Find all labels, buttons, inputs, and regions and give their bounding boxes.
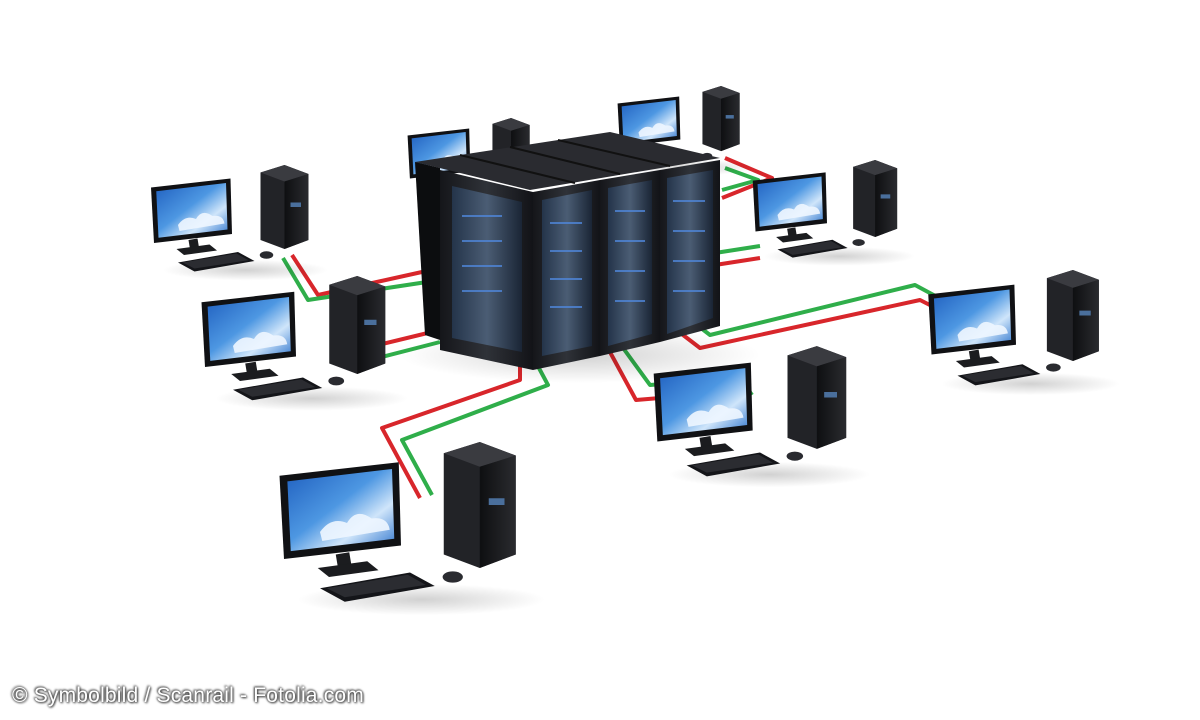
rack-unit (440, 170, 533, 370)
cable-red (714, 256, 761, 267)
workstation-far-right (928, 270, 1120, 396)
workstation-right-upper (752, 160, 915, 266)
workstation-top-left (151, 165, 328, 281)
rack-unit (600, 170, 660, 356)
workstation-bottom-left (279, 442, 545, 616)
server-rack (400, 132, 760, 383)
cable-green (714, 244, 761, 255)
image-credit: © Symbolbild / Scanrail - Fotolia.com (12, 684, 364, 707)
rack-unit (660, 160, 720, 342)
rack-unit (533, 180, 600, 370)
